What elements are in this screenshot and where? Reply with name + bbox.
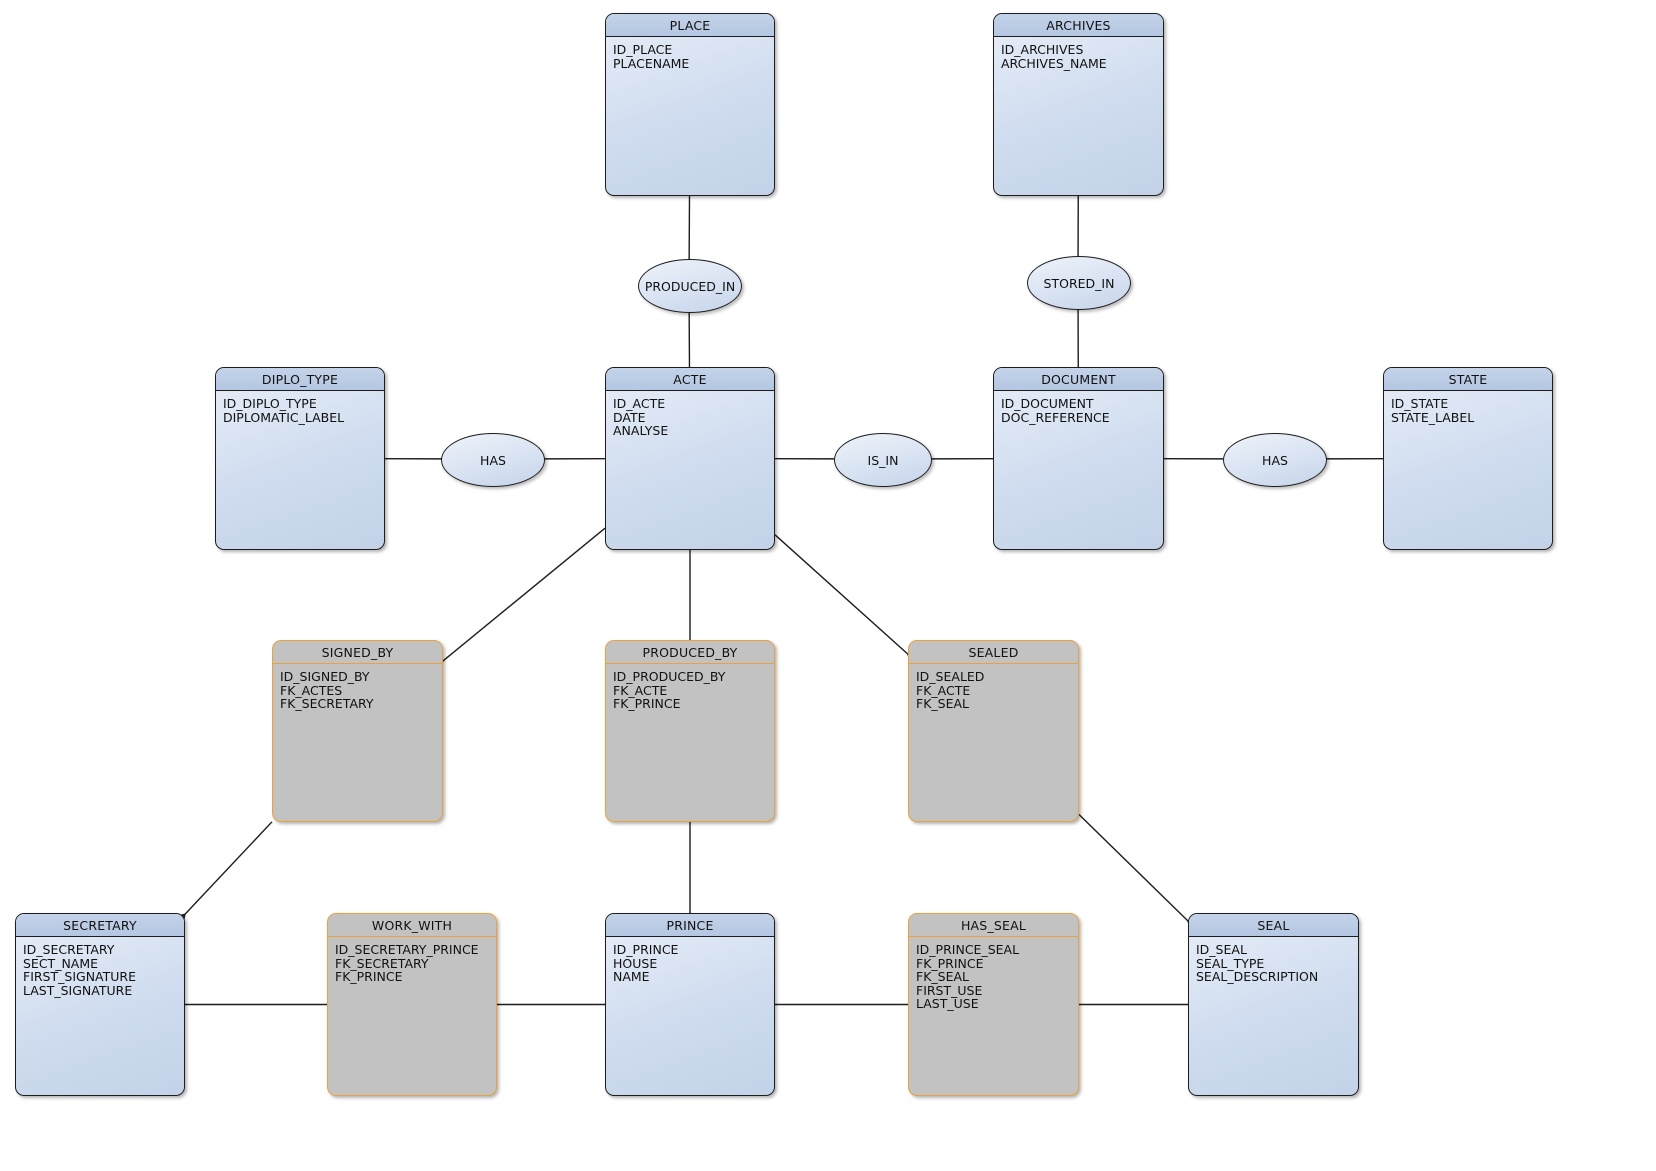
entity-title-document: DOCUMENT [994,368,1163,391]
attribute: LAST_USE [916,996,979,1011]
attribute: ID_SEALED [916,669,985,684]
entity-title-work_with: WORK_WITH [328,914,496,937]
attribute: ID_PRINCE_SEAL [916,942,1020,957]
attribute: FK_SEAL [916,969,969,984]
relationship-label: PRODUCED_IN [644,278,736,294]
relationship-stored_in[interactable]: STORED_IN [1027,256,1131,310]
connector-sealed-seal [1078,814,1189,922]
relationship-is_in[interactable]: IS_IN [834,433,932,487]
attribute: ID_ACTE [613,396,666,411]
entity-title-prince: PRINCE [606,914,774,937]
entity-title-produced_by: PRODUCED_BY [606,641,774,664]
relationship-has_diplo[interactable]: HAS [441,433,545,487]
attribute: ID_ARCHIVES [1001,42,1084,57]
entity-title-acte: ACTE [606,368,774,391]
connector-acte-sealed [774,534,909,655]
relationship-has_state[interactable]: HAS [1223,433,1327,487]
connector-signed_by-secretary [184,821,273,915]
attribute: LAST_SIGNATURE [23,982,133,998]
entity-title-seal: SEAL [1189,914,1358,937]
attribute: ANALYSE [613,423,669,438]
attribute: ID_SECRETARY [23,942,115,957]
attribute: NAME [613,969,650,984]
attribute: FK_ACTE [613,682,668,698]
attribute: SEAL_DESCRIPTION [1196,969,1319,984]
attribute: ID_DOCUMENT [1001,396,1094,411]
attribute: DIPLOMATIC_LABEL [223,409,345,425]
attribute: ID_PRODUCED_BY [613,669,726,684]
attribute: ARCHIVES_NAME [1001,55,1107,71]
connector-acte-signed_by [442,527,606,662]
relationship-label: STORED_IN [1043,275,1115,291]
attribute: FK_PRINCE [916,955,984,971]
attribute: FK_SECRETARY [335,955,429,971]
entity-title-signed_by: SIGNED_BY [273,641,442,664]
attribute: STATE_LABEL [1391,409,1475,425]
entity-title-secretary: SECRETARY [16,914,184,937]
attribute: ID_PLACE [613,42,673,57]
attribute: SEAL_TYPE [1196,955,1265,971]
attribute: ID_PRINCE [613,942,679,957]
attribute: HOUSE [613,955,658,971]
attribute: ID_SEAL [1196,942,1247,957]
attribute: FK_SEAL [916,696,969,711]
attribute: ID_DIPLO_TYPE [223,396,317,411]
relationship-label: HAS [480,452,506,468]
attribute: FK_ACTE [916,682,971,698]
attribute: FIRST_USE [916,982,983,998]
attribute: DOC_REFERENCE [1001,409,1110,425]
attribute: PLACENAME [613,55,690,71]
attribute: SECT_NAME [23,955,99,971]
entity-title-place: PLACE [606,14,774,37]
attribute: FK_PRINCE [613,696,681,711]
attribute: FK_PRINCE [335,969,403,984]
attribute: FIRST_SIGNATURE [23,969,136,984]
attribute: ID_SIGNED_BY [280,669,370,684]
attribute: DATE [613,409,646,425]
attribute: FK_ACTES [280,682,343,698]
entity-title-sealed: SEALED [909,641,1078,664]
attribute: FK_SECRETARY [280,696,374,711]
entity-title-state: STATE [1384,368,1552,391]
entity-title-has_seal: HAS_SEAL [909,914,1078,937]
entity-title-diplo_type: DIPLO_TYPE [216,368,384,391]
attribute: ID_STATE [1391,396,1449,411]
relationship-label: IS_IN [867,452,899,468]
relationship-produced_in[interactable]: PRODUCED_IN [638,259,742,313]
attribute: ID_SECRETARY_PRINCE [335,942,479,957]
entity-title-archives: ARCHIVES [994,14,1163,37]
relationship-label: HAS [1262,452,1288,468]
